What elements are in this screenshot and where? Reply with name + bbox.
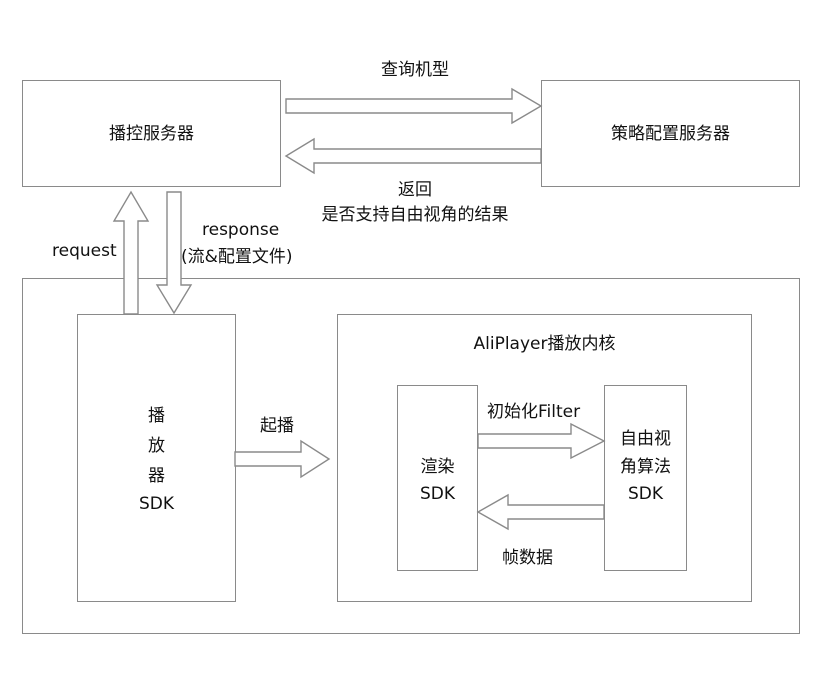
free-view-sdk-label-line-1: 自由视	[620, 429, 671, 449]
start-play-arrow	[234, 439, 331, 479]
frame-data-arrow	[476, 493, 605, 531]
render-sdk-label-line-2: SDK	[419, 484, 456, 504]
return-label-line-2: 是否支持自由视角的结果	[321, 205, 509, 225]
strategy-config-server-label: 策略配置服务器	[611, 124, 730, 144]
init-filter-label: 初始化Filter	[487, 402, 581, 422]
return-arrow	[284, 137, 542, 175]
player-sdk-label-line-3: 器	[148, 466, 165, 486]
response-label-line-2: (流&配置文件)	[181, 247, 293, 267]
render-sdk-box	[397, 385, 478, 571]
free-view-sdk-label-line-3: SDK	[627, 484, 664, 504]
aliplayer-core-label: AliPlayer播放内核	[473, 334, 616, 354]
player-sdk-label-line-2: 放	[148, 436, 165, 456]
init-filter-arrow	[477, 422, 606, 460]
query-model-arrow	[285, 87, 543, 125]
free-view-sdk-label-line-2: 角算法	[620, 457, 671, 477]
request-arrow	[112, 190, 150, 315]
response-arrow	[155, 191, 193, 315]
query-model-label: 查询机型	[381, 60, 449, 80]
player-sdk-label-line-1: 播	[148, 406, 165, 426]
player-sdk-label-line-4: SDK	[138, 494, 175, 514]
request-label: request	[52, 241, 117, 261]
playback-control-server-label: 播控服务器	[109, 124, 194, 144]
frame-data-label: 帧数据	[502, 548, 553, 568]
start-play-label: 起播	[260, 416, 294, 436]
player-sdk-box	[77, 314, 236, 602]
strategy-config-server-box	[541, 80, 800, 187]
response-label-line-1: response	[202, 220, 280, 240]
render-sdk-label-line-1: 渲染	[420, 457, 455, 477]
playback-control-server-box	[22, 80, 281, 187]
return-label-line-1: 返回	[398, 180, 432, 200]
free-view-sdk-box	[604, 385, 687, 571]
